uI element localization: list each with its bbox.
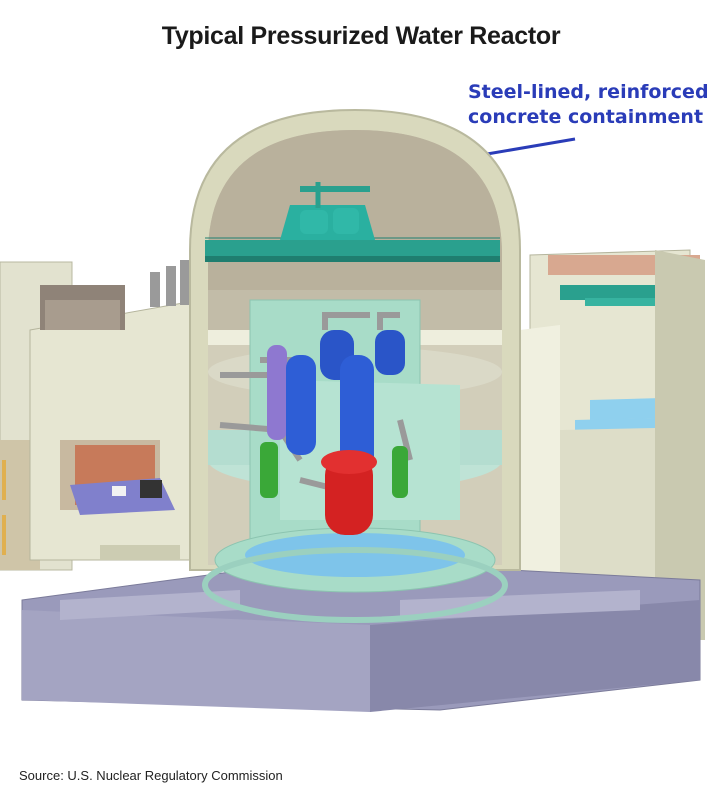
left-building bbox=[29, 260, 201, 561]
steam-generator-4 bbox=[340, 355, 374, 475]
steam-generator-group bbox=[286, 330, 405, 475]
reactor-base-ring bbox=[202, 527, 508, 623]
polar-crane bbox=[205, 182, 500, 262]
foundation-base bbox=[21, 559, 701, 712]
coolant-pump-1 bbox=[260, 442, 278, 498]
steam-generator-2 bbox=[375, 330, 405, 375]
source-credit: Source: U.S. Nuclear Regulatory Commissi… bbox=[19, 768, 283, 783]
reactor-vessel bbox=[321, 450, 377, 535]
reactor-coolant-pumps bbox=[260, 442, 408, 498]
page-title: Typical Pressurized Water Reactor bbox=[161, 22, 561, 50]
coolant-pump-2 bbox=[392, 446, 408, 498]
pressurizer bbox=[267, 345, 287, 440]
containment-callout: Steel-lined, reinforced concrete contain… bbox=[468, 80, 718, 130]
steam-generator-3 bbox=[286, 355, 316, 455]
callout-line-2: concrete containment bbox=[468, 106, 704, 128]
callout-leader-line bbox=[486, 137, 576, 156]
callout-line-1: Steel-lined, reinforced bbox=[468, 81, 709, 103]
